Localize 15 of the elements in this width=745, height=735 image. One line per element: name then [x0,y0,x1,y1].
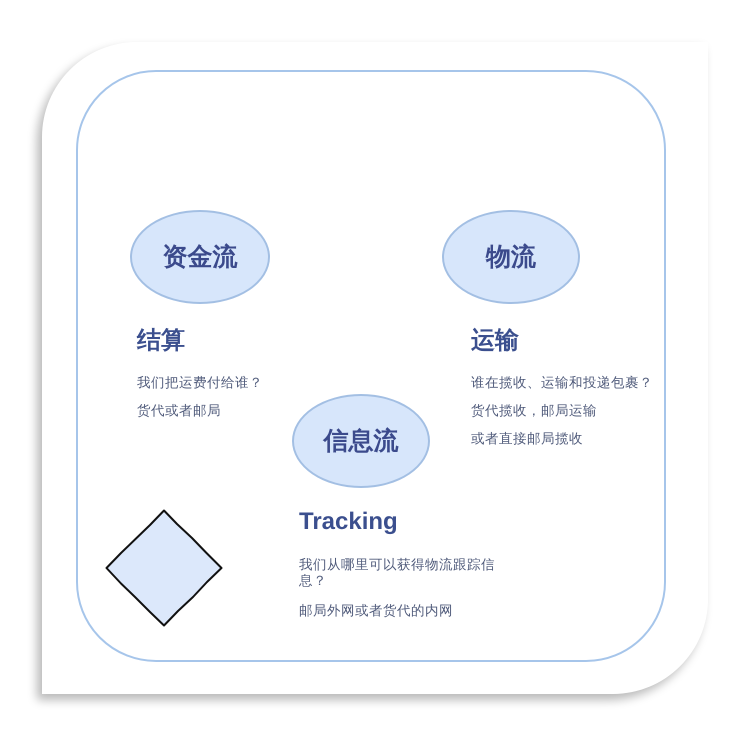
section-text: 我们把运费付给谁？ [137,375,263,391]
diamond-node [105,509,223,627]
node-label: 资金流 [162,242,238,272]
section-heading: 运输 [471,326,519,356]
node-label: 信息流 [324,426,398,456]
section-heading: 结算 [137,326,185,356]
section-text: 或者直接邮局揽收 [471,431,583,447]
section-text: 谁在揽收、运输和投递包裹？ [471,375,653,391]
section-text: 我们从哪里可以获得物流跟踪信息？ [299,557,496,589]
section-text: 货代或者邮局 [137,403,221,419]
section-text: 邮局外网或者货代的内网 [299,603,453,619]
node-label: 物流 [486,242,536,272]
rounded-frame [76,70,666,662]
section-heading: Tracking [299,507,398,537]
section-text: 货代揽收，邮局运输 [471,403,597,419]
